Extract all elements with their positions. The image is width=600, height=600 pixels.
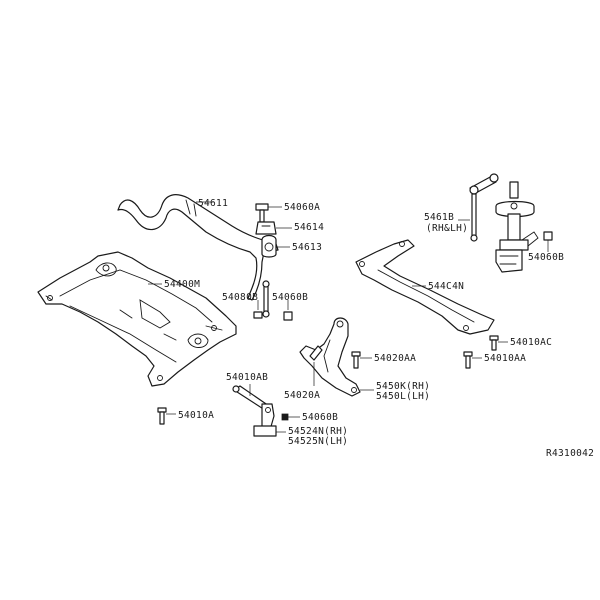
bolt-54010aa-right[interactable]	[463, 351, 473, 369]
stabilizer-bar[interactable]	[117, 194, 279, 301]
strut-assembly[interactable]	[495, 181, 539, 273]
label-54060b-top: 54060B	[272, 292, 308, 303]
label-54060b-strut: 54060B	[528, 252, 564, 263]
label-54525n-lh: 54525N(LH)	[288, 436, 348, 447]
bolt-54060a[interactable]	[255, 203, 269, 223]
label-54010ab: 54010AB	[226, 372, 268, 383]
label-5450l-lh: 5450L(LH)	[376, 391, 430, 402]
label-54611: 54611	[198, 198, 228, 209]
label-54080b: 54080B	[222, 292, 258, 303]
label-5450k-rh: 5450K(RH)	[376, 381, 430, 392]
bolt-54020aa[interactable]	[351, 351, 361, 369]
label-54010ac: 54010AC	[510, 337, 552, 348]
label-54060a: 54060A	[284, 202, 320, 213]
bracket-54524n[interactable]	[253, 403, 277, 437]
label-54614: 54614	[294, 222, 324, 233]
stabilizer-connecting-rod[interactable]	[262, 280, 270, 318]
nut-54060b-top[interactable]	[283, 311, 293, 321]
nut-54060b-strut[interactable]	[543, 231, 553, 241]
stabilizer-link-5461b[interactable]	[469, 173, 499, 242]
suspension-member-54400m[interactable]	[37, 251, 237, 387]
bolt-54010a[interactable]	[157, 407, 167, 425]
label-54613: 54613	[292, 242, 322, 253]
transverse-link[interactable]	[299, 317, 361, 397]
clamp-54614[interactable]	[255, 221, 277, 235]
bolt-54010ac[interactable]	[489, 335, 499, 351]
label-54060b-lower: 54060B	[302, 412, 338, 423]
label-54010a: 54010A	[178, 410, 214, 421]
bushing-54613[interactable]	[261, 234, 277, 258]
label-544c4n: 544C4N	[428, 281, 464, 292]
label-54020a: 54020A	[284, 390, 320, 401]
label-54020aa: 54020AA	[374, 353, 416, 364]
bolt-54080b[interactable]	[253, 311, 263, 319]
bolt-54020a[interactable]	[309, 345, 323, 361]
nut-54060b-lower[interactable]	[281, 413, 289, 421]
label-54524n-rh: 54524N(RH)	[288, 426, 348, 437]
label-5461b-side: (RH&LH)	[426, 223, 468, 234]
lower-stiffener-544c4n[interactable]	[355, 239, 495, 335]
label-54010aa: 54010AA	[484, 353, 526, 364]
label-5461b: 5461B	[424, 212, 454, 223]
label-54400m: 54400M	[164, 279, 200, 290]
diagram-reference-code: R4310042	[546, 448, 594, 459]
